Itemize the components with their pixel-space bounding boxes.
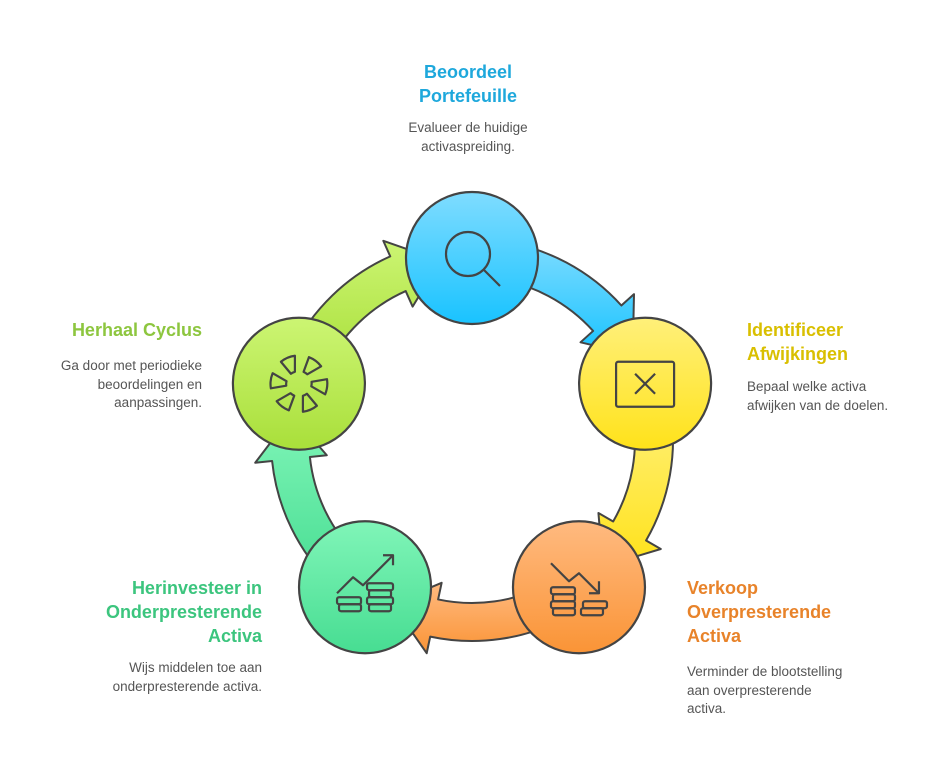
step-1-circle [404, 190, 540, 326]
cycle-icon [269, 354, 329, 413]
step-5-circle [231, 316, 367, 451]
step-3-circle [511, 520, 647, 655]
step-4-circle [297, 520, 433, 655]
coins-trend-up-icon [335, 554, 395, 613]
step-5-title: Herhaal Cyclus [71, 320, 202, 340]
step-2-circle [577, 316, 713, 451]
x-box-icon [614, 360, 676, 408]
coins-trend-down-icon [549, 562, 609, 617]
magnifier-icon [444, 230, 501, 287]
